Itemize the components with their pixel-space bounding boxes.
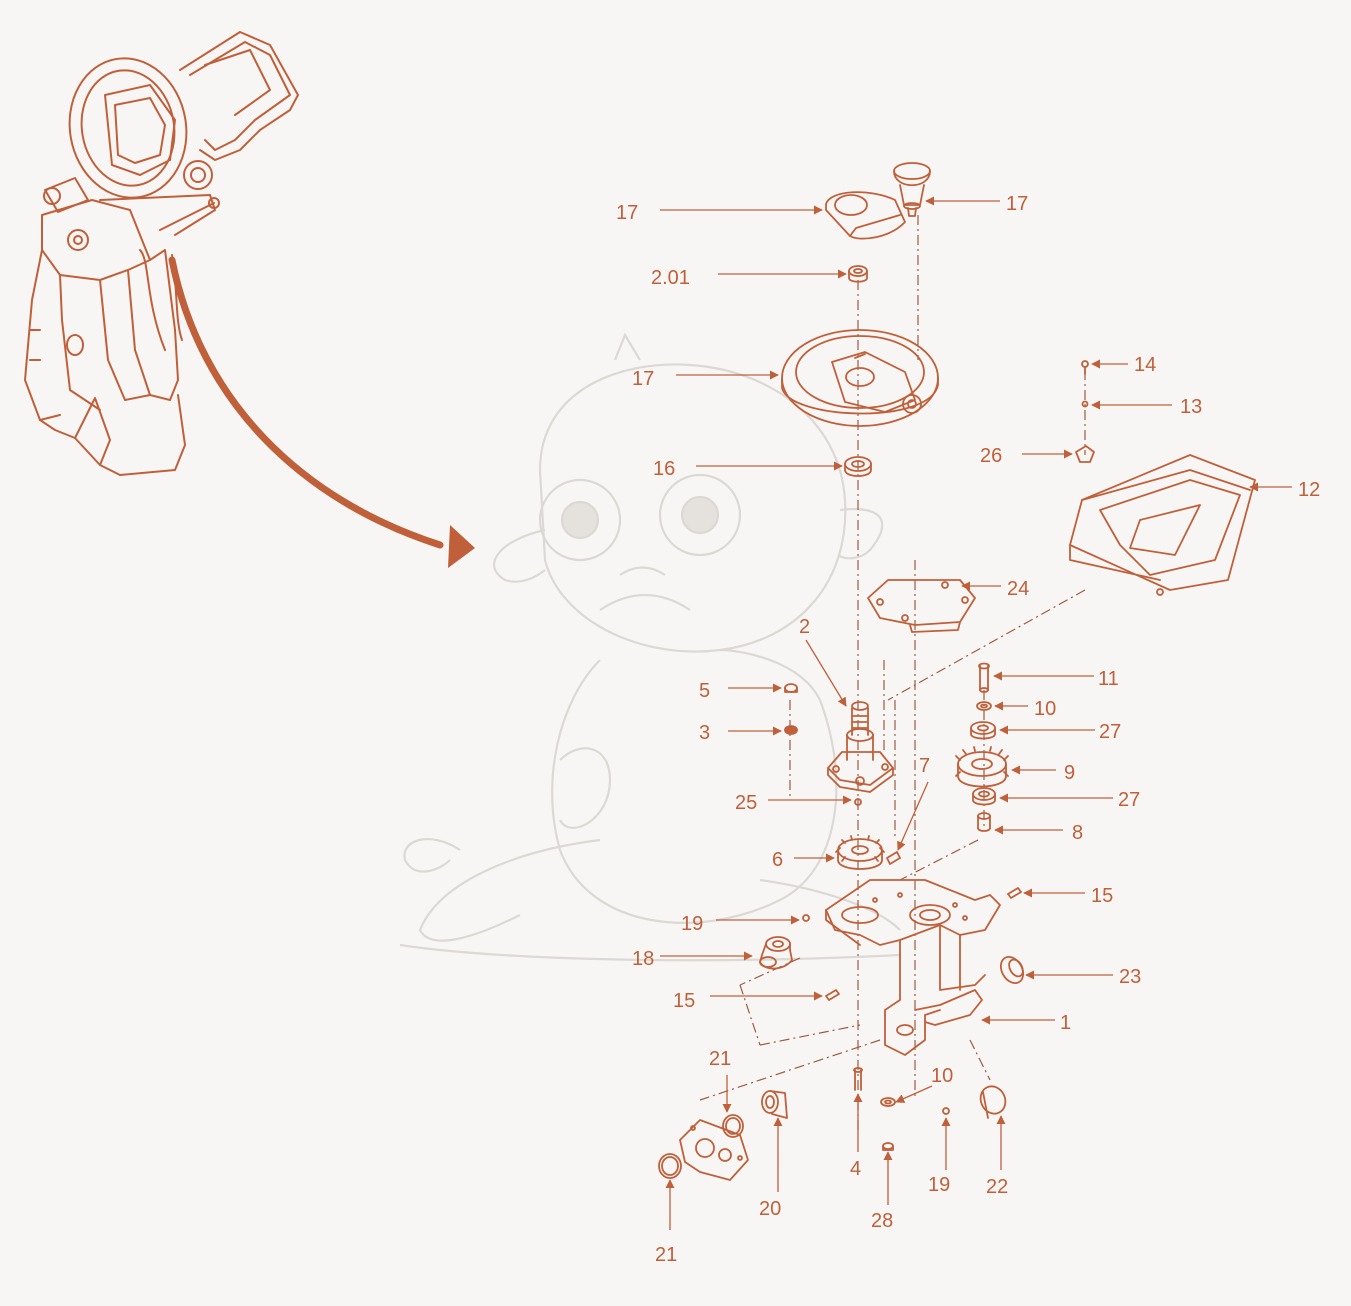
callout-24: 24 [1007,578,1030,600]
callout-10: 10 [931,1065,954,1087]
callout-2: 2 [799,616,811,638]
callout-4: 4 [850,1158,862,1180]
part-21-ring-left [658,1153,682,1179]
callout-16: 16 [653,458,676,480]
part-28-nut [882,1142,894,1151]
zoom-arrow [168,256,444,549]
part-11-bolt [978,662,990,693]
callout-19: 19 [681,913,704,935]
part-26-clip [1075,445,1095,463]
callout-9: 9 [1064,762,1076,784]
part-27-bearing-top [970,721,996,740]
callout-22: 22 [986,1176,1009,1198]
callout-21: 21 [709,1048,732,1070]
callout-12: 12 [1298,479,1321,501]
part-10-washer-top [976,701,992,711]
part-17-cap [825,191,906,240]
callout-11: 11 [1098,668,1119,690]
part-17-wheel [781,329,939,427]
part-9-gear [955,746,1009,788]
part-24-plate [867,579,976,633]
callout-17: 17 [632,368,655,390]
part-12-cover [1069,454,1256,596]
part-14-screw [1081,360,1089,375]
overview-assembly [24,31,299,476]
callout-26: 26 [980,445,1003,467]
parts [658,162,1256,1181]
part-16-bearing [844,456,872,477]
part-21-plate [679,1119,749,1181]
callout-15: 15 [1091,885,1114,907]
part-2-spindle [827,701,894,793]
callout-14: 14 [1134,354,1157,376]
part-25-pin [854,798,862,806]
part-23-sleeve [999,955,1025,985]
part-19-screw-bottom [942,1107,950,1115]
dragon-watermark [399,332,901,962]
part-21-ring-right [722,1114,744,1138]
callout-18: 18 [632,948,655,970]
callout-23: 23 [1119,966,1142,988]
part-15-pin-right [1007,887,1022,899]
part-22-cap [979,1085,1007,1119]
part-18-bushing [759,936,793,970]
callout-10: 10 [1034,698,1057,720]
callout-17: 17 [1006,193,1029,215]
callout-21: 21 [655,1244,678,1266]
callout-15: 15 [673,990,696,1012]
callout-27: 27 [1099,721,1122,743]
callout-27: 27 [1118,789,1141,811]
callout-6: 6 [772,849,784,871]
callout-19: 19 [928,1174,951,1196]
part-20-bushing [761,1090,788,1119]
part-8-bushing [977,812,991,832]
callout-8: 8 [1072,822,1084,844]
part-27-bearing-bottom [972,787,996,806]
assembly-axis-lines [699,215,1086,1130]
part-201-nut [848,265,868,283]
part-15-pin-left [825,989,840,1001]
part-1-frame [825,879,1001,1056]
zoom-arrowhead [448,525,475,568]
callout-13: 13 [1180,396,1203,418]
callout-20: 20 [759,1198,782,1220]
part-17-knob [893,162,931,217]
callout-28: 28 [871,1210,894,1232]
part-7-key [886,851,901,865]
part-6-gear [835,835,885,870]
callout-2-01: 2.01 [651,267,690,289]
callout-7: 7 [919,755,931,777]
callout-3: 3 [699,722,711,744]
part-19-screw-top [802,914,810,922]
part-4-bolt [853,1067,863,1091]
part-5-nut [784,683,798,693]
part-13-washer [1081,400,1089,408]
callout-1: 1 [1060,1012,1072,1034]
callout-5: 5 [699,680,711,702]
callout-17: 17 [616,202,639,224]
leader-lines [660,196,1292,1230]
callout-25: 25 [735,792,758,814]
part-10-washer-bottom [880,1097,896,1107]
part-3-nut [784,725,798,735]
